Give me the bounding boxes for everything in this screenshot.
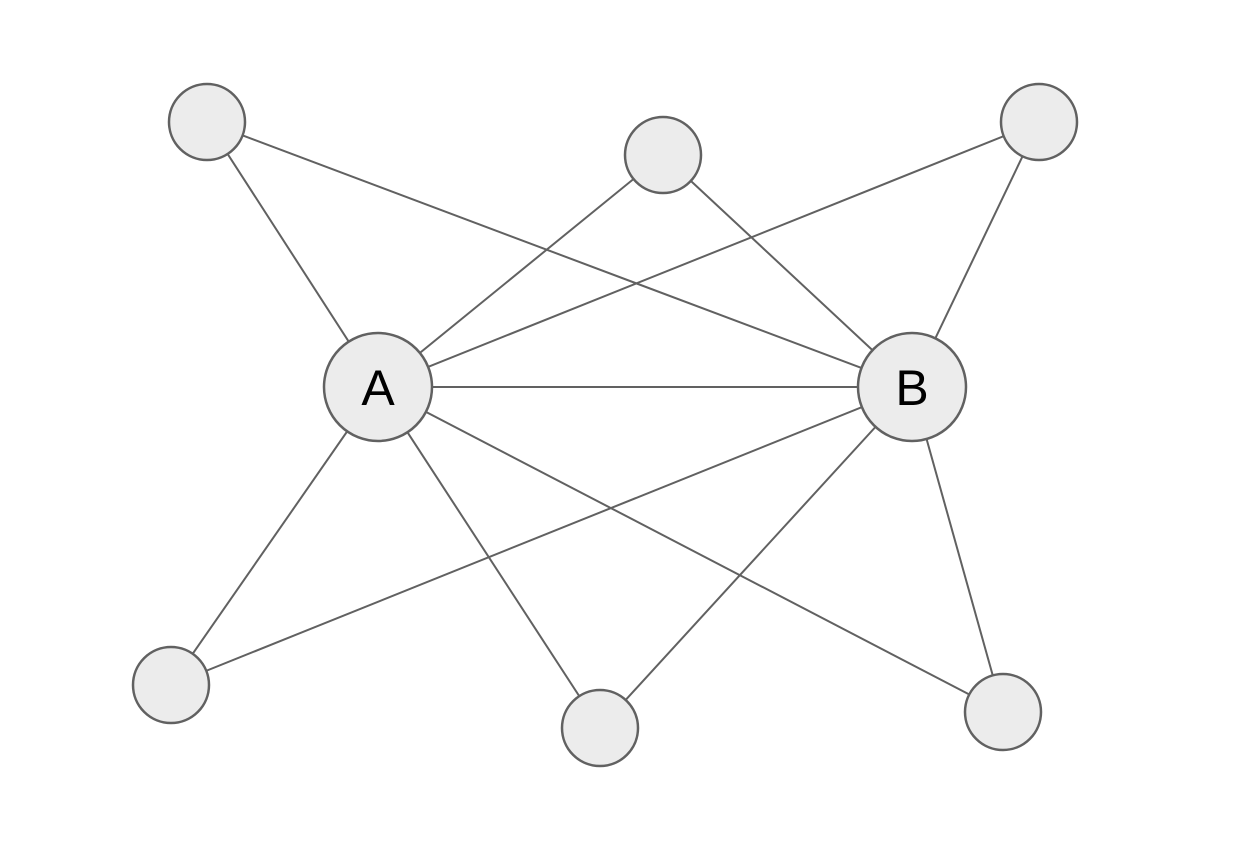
graph-node-bottom-middle xyxy=(560,688,640,768)
node-circle-B xyxy=(856,331,968,443)
edge-top-left-B xyxy=(206,121,913,388)
node-circle-top-middle xyxy=(623,115,703,195)
edge-top-middle-B xyxy=(662,154,913,388)
edge-bottom-left-A xyxy=(170,386,379,686)
edge-bottom-left-B xyxy=(170,386,913,686)
graph-node-top-left xyxy=(167,82,247,162)
node-circle-top-right xyxy=(999,82,1079,162)
node-circle-bottom-left xyxy=(131,645,211,725)
edge-top-right-A xyxy=(377,121,1040,388)
node-label-B: B xyxy=(895,360,928,416)
node-circle-top-left xyxy=(167,82,247,162)
graph-node-bottom-left xyxy=(131,645,211,725)
node-circle-bottom-middle xyxy=(560,688,640,768)
node-circle-bottom-right xyxy=(963,672,1043,752)
node-circle-A xyxy=(322,331,434,443)
graph-node-top-right xyxy=(999,82,1079,162)
edge-bottom-middle-B xyxy=(599,386,913,729)
edge-bottom-middle-A xyxy=(377,386,601,729)
edge-top-middle-A xyxy=(377,154,664,388)
graph-node-A: A xyxy=(322,331,434,443)
node-label-A: A xyxy=(361,360,395,416)
edge-bottom-right-B xyxy=(911,386,1004,713)
edge-bottom-right-A xyxy=(377,386,1004,713)
graph-node-top-middle xyxy=(623,115,703,195)
graph-node-bottom-right xyxy=(963,672,1043,752)
graph-node-B: B xyxy=(856,331,968,443)
